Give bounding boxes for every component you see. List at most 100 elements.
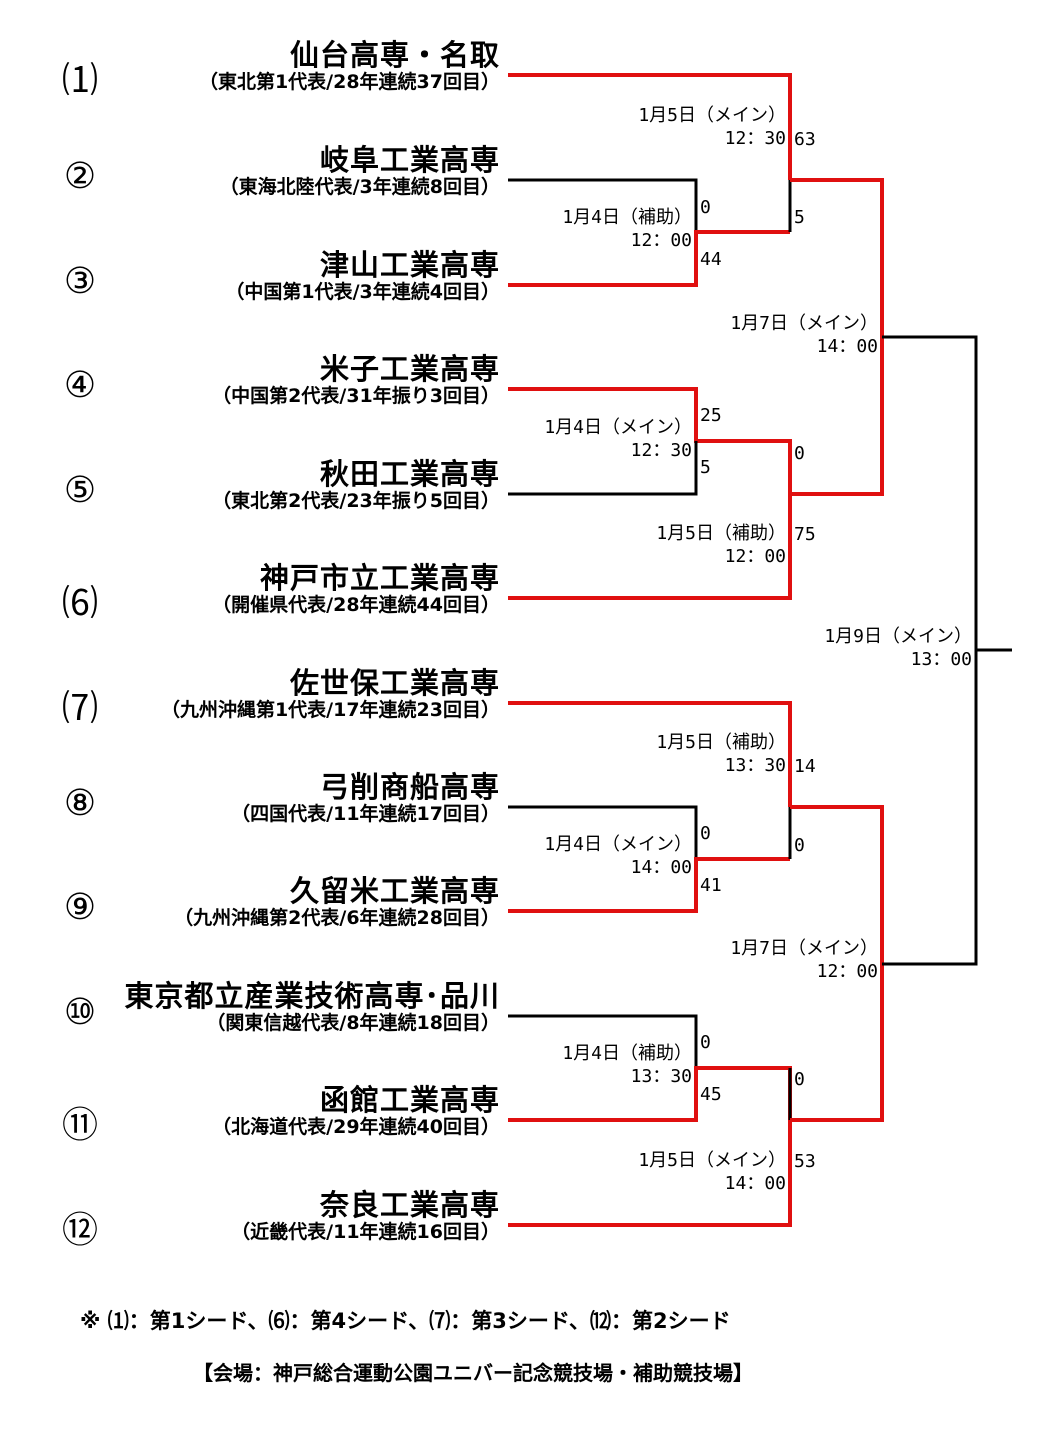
- match-score: 14: [794, 756, 816, 777]
- match-schedule-r1b: 1月4日（メイン）12：30: [544, 416, 692, 462]
- match-time: 12：30: [724, 128, 786, 149]
- match-score: 0: [700, 1032, 711, 1053]
- team-entry: 久留米工業高専（九州沖縄第2代表/6年連続28回目）: [174, 875, 500, 929]
- match-date: 1月4日（メイン）: [544, 417, 692, 438]
- team-name: 久留米工業高専: [289, 874, 500, 908]
- team-entry: 津山工業高専（中国第1代表/3年連続4回目）: [225, 249, 500, 303]
- match-score: 41: [700, 875, 722, 896]
- bracket-line-team2: [508, 178, 698, 232]
- seed-number: ⑺: [61, 688, 98, 729]
- match-date: 1月7日（メイン）: [730, 938, 878, 959]
- match-schedule-sf1: 1月7日（メイン）14：00: [730, 312, 878, 358]
- team-entry: 函館工業高専（北海道代表/29年連続40回目）: [212, 1084, 500, 1138]
- team-entry: 神戸市立工業高専（開催県代表/28年連続44回目）: [212, 562, 500, 616]
- match-score: 0: [794, 835, 805, 856]
- team-name: 奈良工業高専: [319, 1188, 500, 1222]
- match-time: 14：00: [816, 336, 878, 357]
- bracket-line-team3: [508, 230, 790, 287]
- team-entry: 米子工業高専（中国第2代表/31年振り3回目）: [212, 353, 500, 407]
- team-name: 秋田工業高専: [319, 457, 500, 491]
- seed-number: ⑴: [61, 60, 98, 101]
- bracket-line-team10: [508, 1014, 698, 1068]
- seed-footnote: ※ ⑴：第1シード、⑹：第4シード、⑺：第3シード、⑿：第2シード: [80, 1309, 731, 1333]
- bracket-line-team8: [508, 805, 698, 859]
- match-score: 25: [700, 405, 722, 426]
- match-date: 1月4日（補助）: [562, 1043, 692, 1064]
- team-name: 仙台高専・名取: [289, 38, 500, 72]
- match-date: 1月7日（メイン）: [730, 313, 878, 334]
- seed-number: ⑫: [61, 1210, 98, 1251]
- team-entry: 秋田工業高専（東北第2代表/23年振り5回目）: [212, 458, 500, 512]
- bracket-line-team5: [508, 441, 698, 496]
- bracket-line-sf1: [882, 335, 978, 650]
- match-score: 0: [794, 1069, 805, 1090]
- match-time: 14：00: [724, 1173, 786, 1194]
- seed-number: ②: [63, 156, 97, 197]
- seed-number: ⑪: [61, 1105, 98, 1146]
- bracket-line-r2a-win: [790, 178, 884, 337]
- team-name: 佐世保工業高専: [289, 666, 500, 700]
- team-qualification: （東海北陸代表/3年連続8回目）: [219, 176, 500, 198]
- match-score: 45: [700, 1084, 722, 1105]
- match-score: 5: [700, 457, 711, 478]
- team-qualification: （九州沖縄第1代表/17年連続23回目）: [160, 699, 500, 721]
- match-schedule-r1d: 1月4日（補助）13：30: [562, 1042, 692, 1088]
- match-score: 75: [794, 524, 816, 545]
- match-date: 1月5日（補助）: [656, 523, 786, 544]
- match-time: 13：30: [724, 755, 786, 776]
- match-schedule-sf2: 1月7日（メイン）12：00: [730, 937, 878, 983]
- team-name: 米子工業高専: [319, 352, 500, 386]
- bracket-line-r2b-win: [790, 337, 884, 496]
- match-date: 1月9日（メイン）: [824, 626, 972, 647]
- venue-note: 【会場：神戸総合運動公園ユニバー記念競技場・補助競技場】: [193, 1361, 753, 1385]
- match-time: 12：30: [630, 440, 692, 461]
- match-schedule-r2b: 1月5日（補助）12：00: [656, 522, 786, 568]
- match-schedule-r1a: 1月4日（補助）12：00: [562, 206, 692, 252]
- seed-number: ④: [63, 365, 97, 406]
- match-score: 44: [700, 249, 722, 270]
- team-entry: 仙台高専・名取（東北第1代表/28年連続37回目）: [199, 39, 500, 93]
- bracket-line-team7: [508, 701, 792, 807]
- match-date: 1月4日（メイン）: [544, 834, 692, 855]
- bracket-line-team1: [508, 73, 792, 180]
- team-qualification: （四国代表/11年連続17回目）: [231, 803, 500, 825]
- bracket-line-r2d-win: [790, 964, 884, 1122]
- team-entry: 岐阜工業高専（東海北陸代表/3年連続8回目）: [220, 144, 500, 198]
- match-schedule-r2c: 1月5日（補助）13：30: [656, 731, 786, 777]
- team-name: 東京都立産業技術高専･品川: [124, 979, 500, 1013]
- match-score: 0: [700, 823, 711, 844]
- match-time: 12：00: [630, 230, 692, 251]
- team-qualification: （東北第2代表/23年振り5回目）: [212, 490, 500, 512]
- team-qualification: （中国第2代表/31年振り3回目）: [212, 385, 500, 407]
- team-qualification: （開催県代表/28年連続44回目）: [212, 594, 500, 616]
- team-entry: 東京都立産業技術高専･品川（関東信越代表/8年連続18回目）: [124, 980, 500, 1034]
- match-score: 53: [794, 1151, 816, 1172]
- team-name: 函館工業高専: [319, 1083, 500, 1117]
- match-date: 1月5日（メイン）: [638, 105, 786, 126]
- bracket-line-r2c-win: [790, 805, 884, 964]
- team-name: 岐阜工業高専: [319, 143, 500, 177]
- team-entry: 奈良工業高専（近畿代表/11年連続16回目）: [231, 1189, 500, 1243]
- match-time: 12：00: [816, 961, 878, 982]
- bracket-line-team9: [508, 857, 790, 913]
- bracket-line-sf2: [882, 650, 978, 966]
- match-score: 0: [794, 443, 805, 464]
- match-schedule-r1c: 1月4日（メイン）14：00: [544, 833, 692, 879]
- seed-number: ⑧: [63, 783, 97, 824]
- team-qualification: （近畿代表/11年連続16回目）: [231, 1221, 500, 1243]
- team-qualification: （中国第1代表/3年連続4回目）: [225, 281, 500, 303]
- match-score: 5: [794, 207, 805, 228]
- team-qualification: （東北第1代表/28年連続37回目）: [198, 71, 500, 93]
- team-qualification: （関東信越代表/8年連続18回目）: [206, 1012, 500, 1034]
- team-name: 弓削商船高専: [319, 770, 500, 804]
- seed-number: ⑨: [63, 887, 97, 928]
- team-name: 津山工業高専: [319, 248, 500, 282]
- team-name: 神戸市立工業高専: [259, 561, 500, 595]
- match-schedule-r2a: 1月5日（メイン）12：30: [638, 104, 786, 150]
- bracket-line-team12: [508, 1120, 792, 1227]
- team-entry: 佐世保工業高専（九州沖縄第1代表/17年連続23回目）: [161, 667, 500, 721]
- match-time: 12：00: [724, 546, 786, 567]
- match-date: 1月5日（補助）: [656, 732, 786, 753]
- match-time: 14：00: [630, 857, 692, 878]
